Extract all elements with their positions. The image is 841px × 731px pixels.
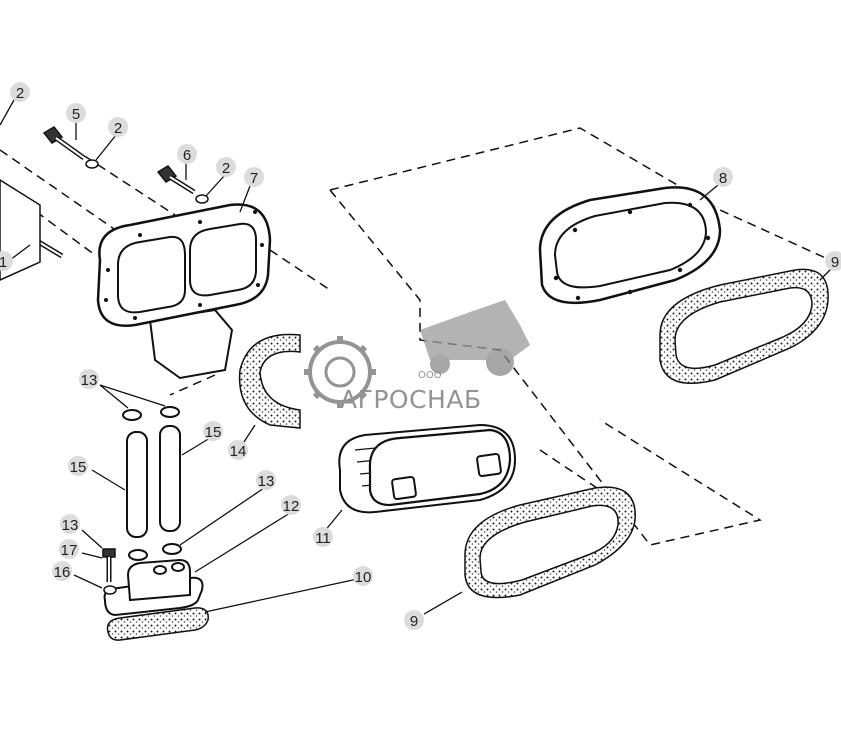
callout-1: 1 bbox=[0, 251, 13, 271]
part-15-tubes bbox=[126, 425, 181, 538]
part-9-gasket-top bbox=[659, 268, 829, 384]
callout-14: 14 bbox=[228, 440, 248, 460]
svg-text:9: 9 bbox=[831, 254, 839, 271]
part-14-gasket bbox=[238, 333, 301, 429]
leader-lines bbox=[0, 99, 833, 615]
part-9-gasket-bottom bbox=[464, 486, 636, 599]
agrosnab-watermark: ООО АГРОСНАБ bbox=[304, 300, 530, 414]
callout-16: 16 bbox=[52, 561, 72, 581]
callout-9-top: 9 bbox=[825, 251, 841, 271]
callout-2-mid: 2 bbox=[108, 117, 128, 137]
svg-text:6: 6 bbox=[183, 147, 191, 164]
svg-text:8: 8 bbox=[719, 170, 727, 187]
svg-text:14: 14 bbox=[230, 443, 247, 460]
svg-text:9: 9 bbox=[410, 613, 418, 630]
part-16-washer bbox=[103, 585, 117, 595]
part-6-bolt bbox=[156, 165, 196, 195]
svg-text:13: 13 bbox=[81, 372, 98, 389]
svg-text:10: 10 bbox=[355, 569, 372, 586]
callout-15-right: 15 bbox=[203, 421, 223, 441]
svg-text:15: 15 bbox=[205, 424, 222, 441]
callout-7: 7 bbox=[244, 167, 264, 187]
svg-text:2: 2 bbox=[16, 85, 24, 102]
part-10-gasket bbox=[106, 607, 209, 641]
part-17-bolt bbox=[102, 548, 116, 582]
part-8-cover bbox=[538, 186, 722, 305]
svg-text:2: 2 bbox=[222, 160, 230, 177]
callout-17: 17 bbox=[59, 539, 79, 559]
svg-text:13: 13 bbox=[258, 473, 275, 490]
gear-logo-icon bbox=[304, 336, 376, 408]
callout-8: 8 bbox=[713, 167, 733, 187]
part-5-bolt bbox=[42, 126, 86, 161]
callouts: 2 5 2 6 2 7 1 8 9 13 15 14 15 13 12 11 1… bbox=[0, 82, 841, 630]
part-13-orings bbox=[122, 406, 182, 561]
watermark-prefix: ООО bbox=[418, 370, 442, 381]
callout-6: 6 bbox=[177, 144, 197, 164]
callout-5: 5 bbox=[66, 103, 86, 123]
svg-text:11: 11 bbox=[315, 530, 331, 547]
svg-text:16: 16 bbox=[54, 564, 71, 581]
tractor-logo-icon bbox=[420, 300, 530, 376]
svg-text:1: 1 bbox=[0, 254, 7, 271]
svg-text:15: 15 bbox=[70, 459, 87, 476]
svg-text:2: 2 bbox=[114, 120, 122, 137]
svg-text:17: 17 bbox=[61, 542, 78, 559]
part-7-housing bbox=[96, 203, 272, 380]
svg-text:13: 13 bbox=[62, 517, 79, 534]
callout-2-right: 2 bbox=[216, 157, 236, 177]
callout-15-left: 15 bbox=[68, 456, 88, 476]
callout-11: 11 bbox=[313, 527, 333, 547]
callout-9-bottom: 9 bbox=[404, 610, 424, 630]
callout-2-top: 2 bbox=[10, 82, 30, 102]
callout-13-top: 13 bbox=[79, 369, 99, 389]
callout-13-right: 13 bbox=[256, 470, 276, 490]
svg-text:12: 12 bbox=[283, 498, 300, 515]
part-12-flange bbox=[103, 558, 204, 617]
callout-12: 12 bbox=[281, 495, 301, 515]
svg-text:5: 5 bbox=[72, 106, 80, 123]
svg-text:7: 7 bbox=[250, 170, 258, 187]
callout-10: 10 bbox=[353, 566, 373, 586]
part-11-cooler bbox=[338, 423, 517, 514]
watermark-brand: АГРОСНАБ bbox=[340, 385, 482, 414]
callout-13-left: 13 bbox=[60, 514, 80, 534]
